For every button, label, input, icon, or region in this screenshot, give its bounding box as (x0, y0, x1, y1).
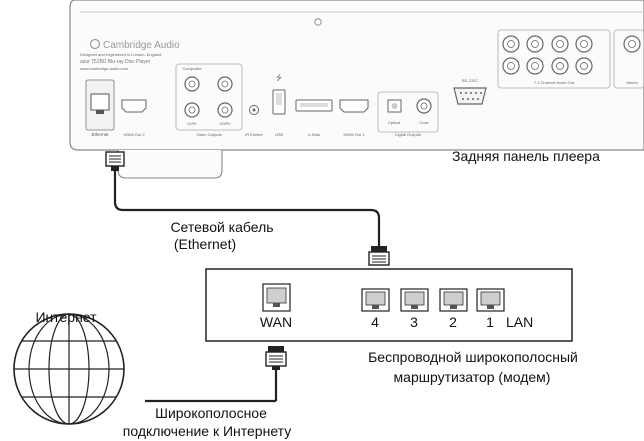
rs232-port: RS-232C (453, 78, 487, 105)
digital-outputs-label: Digital Outputs (395, 132, 421, 137)
player-rear-panel: Cambridge Audio Designed and engineered … (69, 0, 644, 179)
website: www.cambridge-audio.com (80, 66, 129, 71)
usb-icon: ⭍ (276, 74, 282, 82)
ir-emitter-port: IR Emitter (245, 105, 264, 137)
composite-label: Composite (182, 66, 202, 71)
router-caption-line1: Беспроводной широкополосный (368, 349, 578, 365)
brand-name: Cambridge Audio (103, 40, 180, 51)
cable-plug-bottom-icon (368, 246, 390, 266)
cable-caption-line1: Сетевой кабель (170, 219, 273, 235)
optical-label: Optical (388, 120, 401, 125)
usb-label: USB (275, 132, 284, 137)
cr-pr-label: Cr/Pr (187, 121, 197, 126)
globe-icon (13, 313, 125, 425)
lan-port-1[interactable] (476, 288, 505, 312)
cable-caption-line2: (Ethernet) (174, 236, 236, 252)
brand-tagline: Designed and engineered in London, Engla… (80, 52, 161, 57)
ethernet-port[interactable]: Ethernet (85, 79, 115, 137)
lan-port-number: 2 (449, 314, 457, 330)
brand-logo-icon (89, 38, 101, 50)
lan-port-3[interactable] (400, 288, 429, 312)
broadband-caption-line2: подключение к Интернету (123, 423, 291, 439)
hdmi-out-1-label: HDMI Out 1 (343, 132, 365, 137)
cable-plug-top-icon (105, 151, 125, 171)
model-name: azur 751BD Blu-ray Disc Player (80, 59, 151, 65)
hdmi-out-2-label: HDMI Out 2 (123, 132, 145, 137)
broadband-cable (145, 346, 287, 403)
lan-ports: 4 3 2 1 (361, 288, 505, 330)
broadband-plug-icon (265, 346, 287, 370)
lan-port-number: 3 (410, 314, 418, 330)
ethernet-cable (105, 151, 390, 266)
coax-label: Coax (419, 120, 428, 125)
audio-jacks (502, 35, 593, 75)
player-body (69, 0, 644, 151)
esata-port: e-Sata (295, 99, 333, 137)
lan-port-number: 4 (371, 314, 379, 330)
router-caption-line2: маршрутизатор (модем) (394, 369, 551, 385)
player-foot (117, 150, 223, 179)
internet-label: Интернет (35, 309, 97, 325)
lan-label: LAN (506, 314, 533, 330)
ir-emitter-label: IR Emitter (245, 132, 263, 137)
lan-port-4[interactable] (361, 288, 390, 312)
cb-pb-label: Cb/Pb (219, 121, 231, 126)
esata-label: e-Sata (308, 132, 321, 137)
wan-port[interactable] (262, 283, 291, 312)
ethernet-port-label: Ethernet (91, 132, 109, 137)
lan-port-number: 1 (486, 314, 494, 330)
audio-out-label: 7.1 Channel Audio Out (534, 80, 575, 85)
digital-outputs: Optical Coax Digital Outputs (377, 91, 439, 137)
router: WAN 4 3 2 1 LAN (205, 268, 573, 342)
rear-panel-caption: Задняя панель плеера (452, 148, 600, 164)
lan-port-2[interactable] (439, 288, 468, 312)
stereo-label: Stereo (626, 80, 639, 85)
hdmi-out-2-port: HDMI Out 2 (121, 99, 147, 137)
usb-port: ⭍ USB (272, 74, 286, 137)
audio-out-block: 7.1 Channel Audio Out Stereo (497, 29, 644, 89)
rs232-label: RS-232C (462, 78, 479, 83)
screw-icon (314, 18, 322, 26)
video-outputs-label: Video Outputs (196, 132, 221, 137)
brand-logo: Cambridge Audio (89, 38, 180, 51)
ethernet-cable-line (113, 170, 381, 248)
video-outputs: Composite Cr/Pr Cb/Pb Video Outputs (175, 63, 243, 137)
hdmi-out-1-port: HDMI Out 1 (339, 99, 369, 137)
broadband-caption-line1: Широкополосное (155, 405, 267, 421)
wan-label: WAN (260, 314, 292, 330)
